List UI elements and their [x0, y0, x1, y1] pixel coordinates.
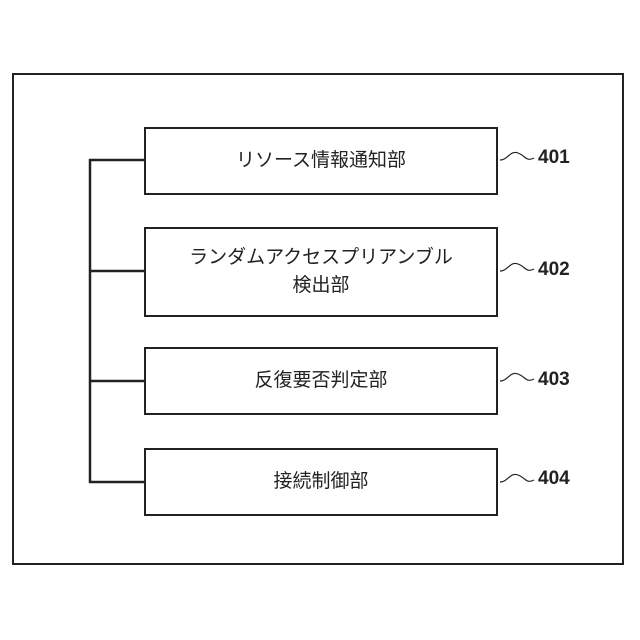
ref-label-404: 404 [538, 468, 570, 490]
block-resource-info-notification: リソース情報通知部 [144, 127, 498, 195]
leader-402 [500, 263, 534, 271]
ref-label-401: 401 [538, 147, 570, 169]
leader-404 [500, 474, 534, 482]
leader-401 [500, 152, 534, 160]
ref-label-402: 402 [538, 259, 570, 281]
block-connection-control: 接続制御部 [144, 448, 498, 516]
block-random-access-preamble-detection: ランダムアクセスプリアンブル 検出部 [144, 227, 498, 317]
ref-label-403: 403 [538, 369, 570, 391]
leader-403 [500, 373, 534, 381]
block-repetition-necessity-determination: 反復要否判定部 [144, 347, 498, 415]
